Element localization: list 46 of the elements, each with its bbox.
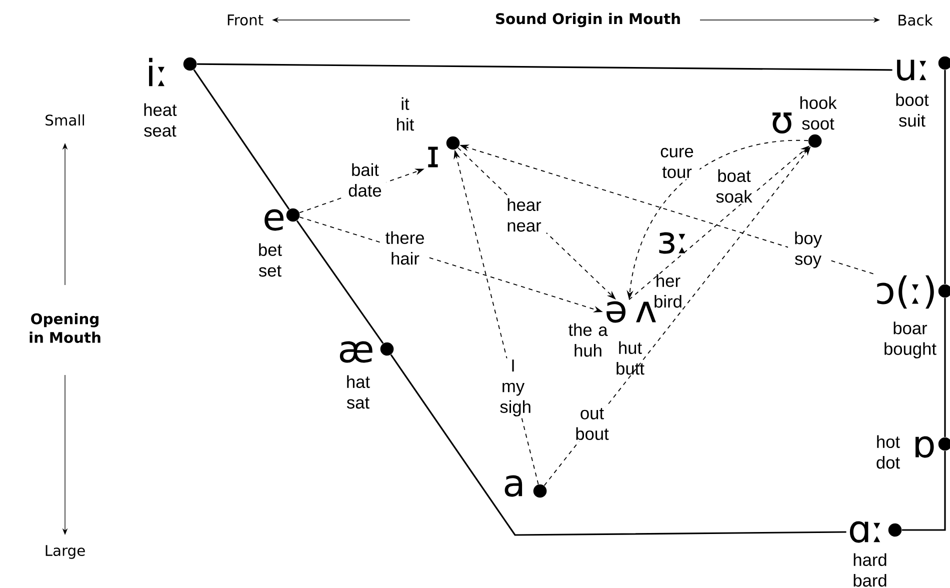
axis-label: Large [46, 545, 85, 559]
chart-outline-line [296, 220, 384, 344]
edge-label: bait date [344, 162, 386, 198]
vowel-symbol: ʊ [772, 112, 792, 134]
vowel-symbol: a [504, 475, 522, 497]
example-words: bet set [258, 243, 282, 277]
axis-label: Back [898, 14, 933, 26]
edge-label: cure tour [654, 146, 700, 180]
vowel-symbol: ə [606, 301, 626, 323]
vowel-symbol: uː [897, 59, 926, 81]
example-words: boar bought [884, 322, 936, 358]
edge-label: out bout [569, 406, 615, 442]
example-words: hut butt [616, 341, 644, 375]
edge-label: boy soy [788, 230, 828, 270]
axis-label: Sound Origin in Mouth [496, 12, 680, 28]
axis-label: Front [228, 14, 264, 26]
vowel-symbol: æ [340, 341, 372, 363]
example-words: boot suit [896, 93, 929, 127]
vowel-symbol: ɔ(ː) [877, 275, 934, 309]
example-words: hard bard [854, 553, 886, 587]
edge-label: boat soak [711, 168, 757, 204]
edge-label: I my sigh [498, 358, 530, 418]
axis-label: Opening in Mouth [30, 312, 100, 343]
chart-outline-line [390, 354, 846, 536]
example-words: hat sat [346, 375, 370, 409]
axis-label: Small [46, 114, 84, 126]
vowel-symbol: ɒ [916, 436, 934, 458]
vowel-symbol: ɑː [850, 521, 880, 543]
vowel-symbol: ɪ [428, 146, 438, 168]
example-words: heat seat [144, 103, 177, 137]
chart-outline-line [944, 70, 946, 284]
edge-label: hear near [501, 196, 547, 234]
edge-label: there hair [382, 230, 428, 266]
chart-outline-line [902, 450, 946, 531]
chart-outline-line [196, 63, 892, 71]
vowel-symbol: iː [149, 58, 164, 86]
example-words: the a huh [568, 323, 608, 357]
vowel-symbol: ɜː [659, 232, 686, 254]
example-words: her bird [654, 274, 682, 308]
vowel-symbol: ʌ [636, 302, 656, 322]
example-words: it hit [397, 97, 414, 131]
vowel-symbol: e [264, 209, 284, 231]
example-words: hook soot [800, 96, 837, 130]
chart-outline-line [193, 69, 290, 210]
example-words: hot dot [876, 435, 900, 469]
chart-outline-line [944, 298, 946, 438]
